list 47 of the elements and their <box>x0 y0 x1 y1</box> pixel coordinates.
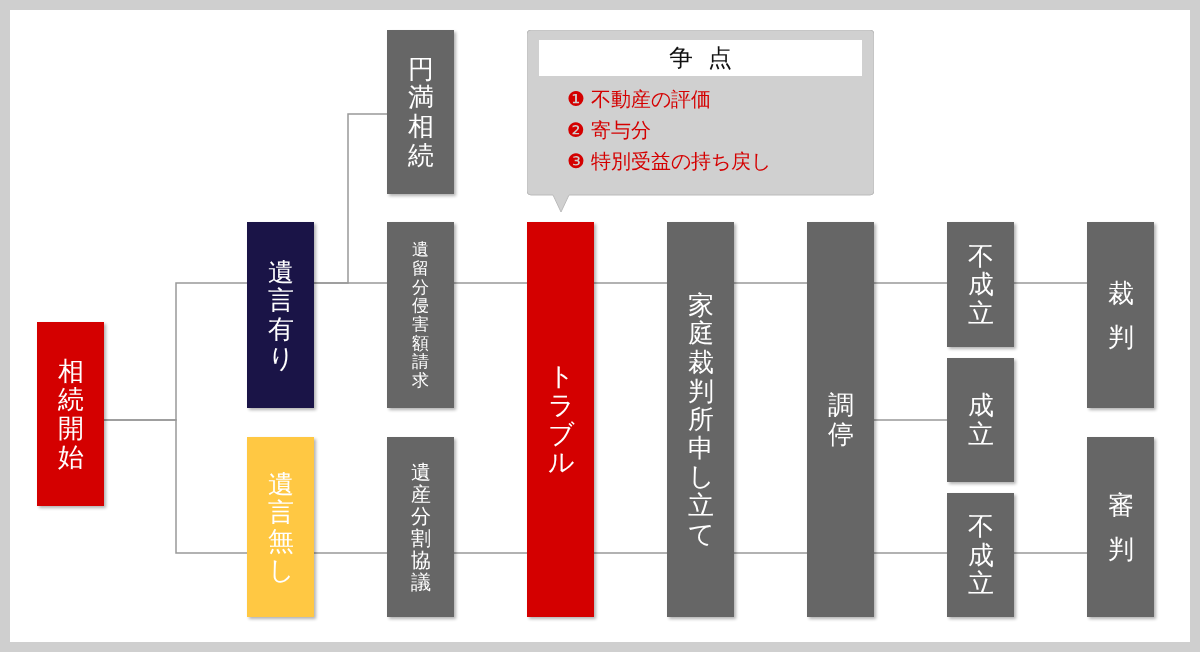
step-box <box>527 222 594 617</box>
step-box <box>387 30 454 194</box>
step-label: 遺産分割協議 <box>410 461 431 593</box>
step-box <box>947 222 1014 347</box>
step-label: 不成立 <box>967 241 994 328</box>
step-label: 相続開始 <box>57 356 84 472</box>
connector-line <box>453 282 528 284</box>
step-box <box>807 222 874 617</box>
step-box <box>247 222 314 408</box>
step-box <box>947 358 1014 482</box>
connector-line <box>313 552 388 554</box>
step-label: 家庭裁判所申し立て <box>687 290 714 549</box>
step-box <box>1087 437 1154 617</box>
connector-line <box>873 282 948 284</box>
step-box <box>247 437 314 617</box>
connector-line <box>593 282 668 284</box>
connector-line <box>1013 282 1088 284</box>
issue-item: ❶ 不動産の評価 <box>567 86 712 112</box>
step-box <box>37 322 104 506</box>
step-box <box>387 222 454 408</box>
speech-bubble <box>527 30 874 212</box>
connector-line <box>873 552 948 554</box>
connector-line <box>593 552 668 554</box>
step-box <box>947 493 1014 617</box>
step-label: 遺留分侵害額請求 <box>412 240 429 390</box>
step-label: トラブル <box>547 362 574 477</box>
connector-line <box>103 419 248 554</box>
connector-line <box>453 552 528 554</box>
step-label: 成立 <box>967 391 994 449</box>
step-box <box>387 437 454 617</box>
connector-line <box>733 282 808 284</box>
step-label: 審判 <box>1107 488 1134 566</box>
step-label: 調停 <box>827 390 854 449</box>
connector-line <box>873 419 948 421</box>
issue-item: ❸ 特別受益の持ち戻し <box>567 148 772 174</box>
step-label: 遺言有り <box>267 257 294 373</box>
issue-item: ❷ 寄与分 <box>567 117 652 143</box>
connector-line <box>733 552 808 554</box>
connector-line <box>313 282 388 284</box>
connector-line <box>1013 552 1088 554</box>
step-label: 裁判 <box>1107 276 1134 354</box>
step-label: 不成立 <box>967 512 994 598</box>
step-box <box>667 222 734 617</box>
bubble-heading: 争点 <box>539 40 862 76</box>
step-label: 円満相続 <box>407 54 434 170</box>
step-label: 遺言無し <box>267 469 294 585</box>
step-box <box>1087 222 1154 408</box>
